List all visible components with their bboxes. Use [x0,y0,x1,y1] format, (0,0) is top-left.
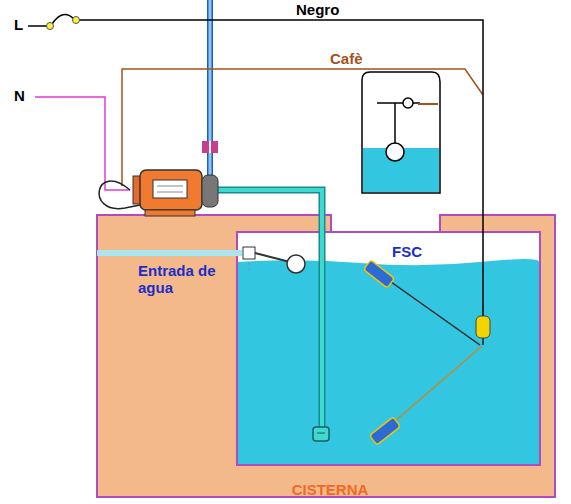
inset-contact [418,103,438,105]
upper-float [363,260,394,288]
line-wire [28,25,48,27]
switch-terminal [73,17,80,24]
neutral-wire [35,97,130,190]
suction-pipe [216,190,322,428]
float-counterweight-cable [387,346,482,428]
switch-terminal [47,23,54,30]
pump-head [202,175,218,207]
wire-color-label: Negro [296,2,339,19]
motor-plate [153,180,187,198]
cistern-opening [331,205,439,235]
water-inlet-pipe [97,250,242,256]
inset-float [386,143,404,161]
float-valve [243,247,255,259]
float-cable [384,277,480,345]
float-weight [476,316,490,338]
suction-pipe-outline [216,190,322,428]
inset-tank [362,80,440,193]
cistern-lid-right [440,215,555,232]
black-wire [76,20,483,318]
wire-color-label: Cafè [330,51,363,68]
inlet-label: Entrada de agua [138,263,238,296]
line-label: L [14,17,23,34]
cistern-lid-left [97,215,331,232]
cistern-label: CISTERNA [292,482,369,499]
float-switch-label: FSC [392,244,422,261]
float-valve-ball [287,255,305,273]
inset-pivot [403,98,413,108]
water-chamber [237,232,540,465]
motor-body [140,170,202,210]
switch-lever [52,15,74,24]
motor-base [145,210,195,216]
water [238,259,539,464]
inset-lid [362,72,440,82]
check-valve-mark [209,141,211,153]
foot-valve [313,427,329,441]
motor-plate-line [157,192,183,193]
motor-plate-line [157,186,183,187]
neutral-label: N [14,88,25,105]
foot-valve-mark [317,433,325,434]
cistern-ground [97,215,555,497]
float-valve-arm [255,253,290,262]
inset-rod [394,103,396,145]
lower-float [369,417,400,445]
check-valve [202,141,218,153]
